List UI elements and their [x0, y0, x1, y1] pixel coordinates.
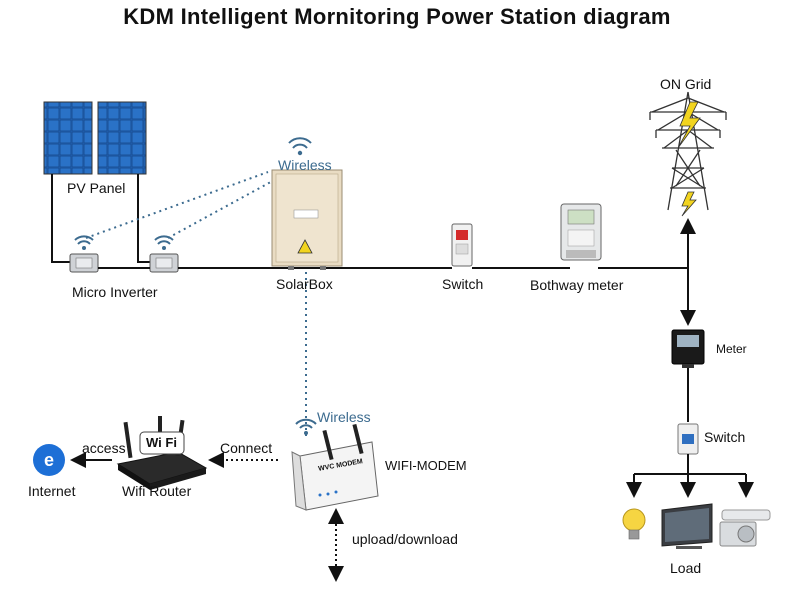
meter [671, 329, 705, 368]
wireless-link-1 [85, 171, 269, 239]
wireless-link-2 [167, 177, 279, 239]
wireless-label-modem: Wireless [317, 409, 371, 425]
switch-breaker [451, 223, 473, 267]
pv-panel-right [97, 101, 147, 175]
switch-main-label: Switch [442, 276, 484, 292]
meter-label: Meter [716, 342, 747, 356]
svg-text:e: e [44, 450, 54, 470]
pv-wire-right [137, 174, 150, 263]
wireless-label-top: Wireless [278, 157, 332, 173]
solarbox-label: SolarBox [276, 276, 333, 292]
pv-wire-left [51, 174, 70, 263]
on-grid-label: ON Grid [660, 76, 712, 92]
router-badge-label: Wi Fi [146, 435, 177, 450]
access-label: access [82, 440, 126, 456]
bothway-meter [560, 203, 602, 261]
wifi-modem-label: WIFI-MODEM [385, 458, 467, 473]
micro-inverter-label: Micro Inverter [72, 284, 158, 300]
wifi-modem [291, 423, 379, 511]
internet-label: Internet [28, 483, 76, 499]
load-label: Load [670, 560, 702, 576]
bothway-meter-label: Bothway meter [530, 277, 624, 293]
connect-label: Connect [220, 440, 273, 456]
solarbox [271, 169, 343, 270]
switch-load-label: Switch [704, 429, 746, 445]
light-bulb-icon [622, 508, 646, 540]
wifi-icon [288, 137, 312, 156]
air-conditioner-icon [719, 509, 771, 547]
switch-load [677, 423, 699, 455]
micro-inverter-2 [149, 253, 179, 273]
wifi-router [116, 416, 208, 490]
wifi-icon [295, 418, 317, 435]
lightning-icon [681, 191, 697, 217]
wifi-router-label: Wifi Router [122, 483, 192, 499]
wifi-icon [74, 235, 94, 250]
wifi-icon [154, 235, 174, 250]
pv-panel-label: PV Panel [67, 180, 126, 196]
upload-download-label: upload/download [352, 531, 458, 547]
micro-inverter-1 [69, 253, 99, 273]
lightning-icon [677, 101, 701, 149]
pv-panel-left [43, 101, 93, 175]
page-title: KDM Intelligent Mornitoring Power Statio… [123, 4, 671, 29]
tv-icon [661, 503, 713, 549]
internet-icon: e [33, 444, 65, 476]
